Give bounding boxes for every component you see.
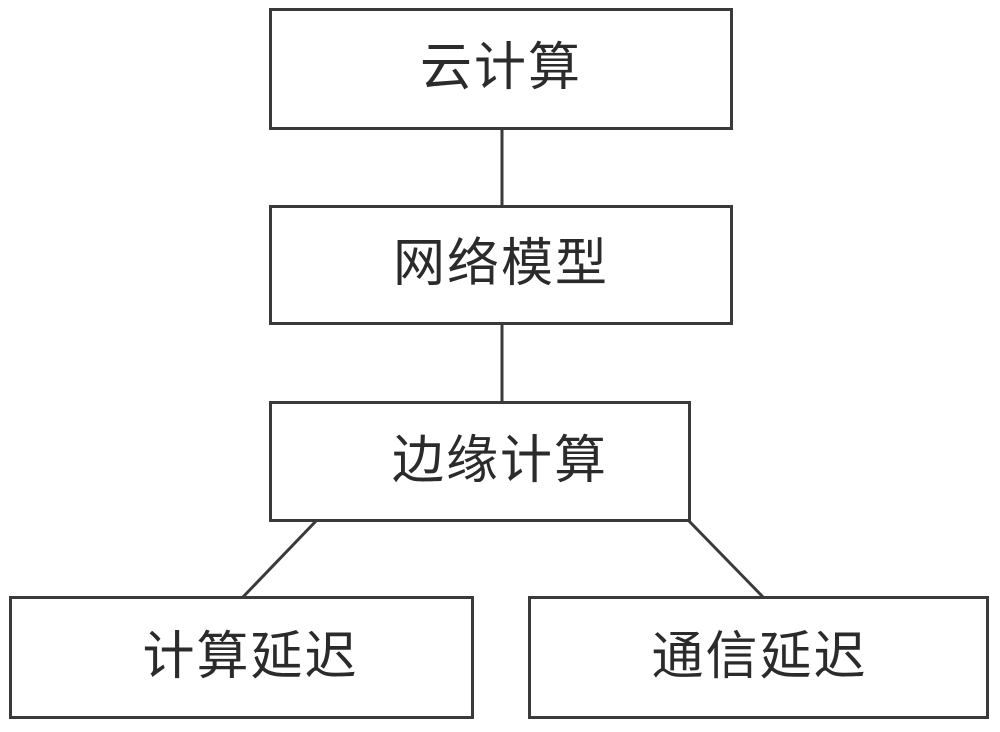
node-comm-delay-label: 通信延迟 [651, 628, 868, 686]
node-cloud-computing[interactable]: 云计算 [269, 8, 733, 130]
node-network-model-label: 网络模型 [392, 236, 609, 293]
node-edge-computing-label: 边缘计算 [391, 432, 608, 490]
node-comm-delay[interactable]: 通信延迟 [528, 596, 989, 719]
node-cloud-computing-label: 云计算 [419, 40, 582, 97]
node-edge-computing[interactable]: 边缘计算 [269, 401, 691, 522]
node-network-model[interactable]: 网络模型 [269, 205, 733, 325]
node-compute-delay[interactable]: 计算延迟 [9, 596, 474, 719]
node-compute-delay-label: 计算延迟 [142, 628, 359, 686]
connector-edge-to-comm-delay [687, 519, 765, 599]
connector-edge-to-compute-delay [241, 519, 318, 599]
